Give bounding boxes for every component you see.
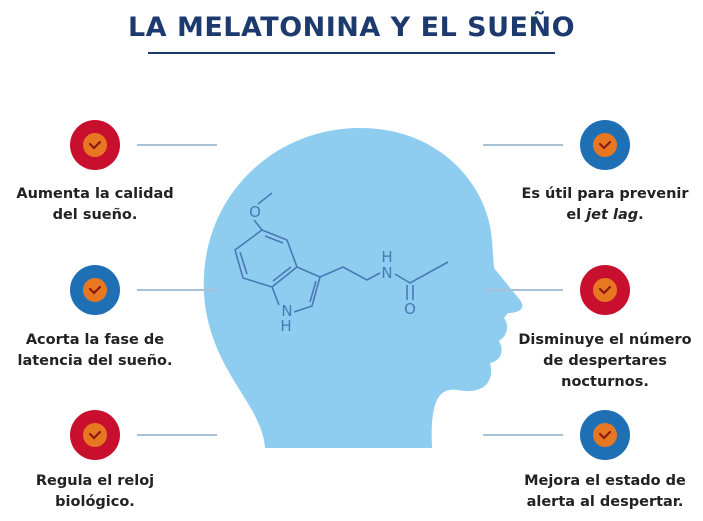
benefit-right-3: Mejora el estado de alerta al despertar. bbox=[505, 471, 703, 513]
benefit-text: del sueño. bbox=[52, 207, 138, 223]
melatonin-molecule bbox=[234, 192, 449, 313]
benefit-right-1: Es útil para prevenir el jet lag. bbox=[505, 184, 703, 226]
check-icon bbox=[88, 140, 102, 150]
ring-nitrogen-label: N bbox=[281, 302, 292, 320]
check-icon bbox=[598, 140, 612, 150]
benefit-left-2: Acorta la fase de latencia del sueño. bbox=[0, 330, 195, 372]
check-icon bbox=[88, 430, 102, 440]
ring-hydrogen-label: H bbox=[280, 317, 291, 335]
benefit-left-3: Regula el reloj biológico. bbox=[0, 471, 195, 513]
benefit-text: latencia del sueño. bbox=[17, 353, 173, 369]
benefit-text: nocturnos. bbox=[561, 374, 649, 390]
check-badge-icon bbox=[70, 410, 120, 460]
benefit-text: el bbox=[566, 207, 587, 223]
methoxy-oxygen-label: O bbox=[249, 203, 261, 221]
benefit-text: Acorta la fase de bbox=[25, 332, 165, 348]
amide-nitrogen-label: N bbox=[381, 264, 392, 282]
benefit-text: biológico. bbox=[55, 494, 135, 510]
benefit-text: Mejora el estado de bbox=[524, 473, 686, 489]
check-badge-icon bbox=[70, 120, 120, 170]
benefit-text: alerta al despertar. bbox=[526, 494, 684, 510]
benefit-text: Es útil para prevenir bbox=[521, 186, 689, 202]
check-icon bbox=[598, 285, 612, 295]
check-badge-icon bbox=[580, 410, 630, 460]
head-silhouette bbox=[203, 128, 523, 448]
check-icon bbox=[88, 285, 102, 295]
benefit-text: . bbox=[638, 207, 644, 223]
check-badge-icon bbox=[580, 265, 630, 315]
benefit-text: de despertares bbox=[543, 353, 667, 369]
benefit-text: Regula el reloj bbox=[35, 473, 155, 489]
title-underline bbox=[148, 52, 555, 54]
benefit-text: Disminuye el número bbox=[518, 332, 692, 348]
benefit-left-1: Aumenta la calidad del sueño. bbox=[0, 184, 195, 226]
benefit-text-italic: jet lag bbox=[586, 207, 639, 223]
carbonyl-oxygen-label: O bbox=[404, 300, 416, 318]
benefit-text: Aumenta la calidad bbox=[16, 186, 174, 202]
check-icon bbox=[598, 430, 612, 440]
check-badge-icon bbox=[70, 265, 120, 315]
benefit-right-2: Disminuye el número de despertares noctu… bbox=[505, 330, 703, 393]
amide-hydrogen-label: H bbox=[381, 248, 392, 266]
check-badge-icon bbox=[580, 120, 630, 170]
page-title: LA MELATONINA Y EL SUEÑO bbox=[127, 12, 576, 43]
